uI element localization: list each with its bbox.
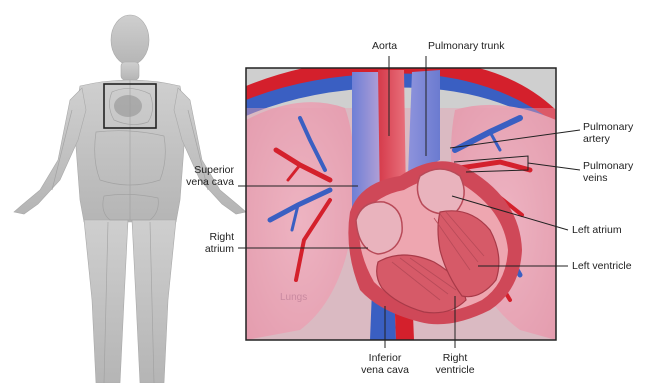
- label-inferior-vena-cava-line2: vena cava: [352, 364, 418, 376]
- label-left-ventricle: Left ventricle: [572, 260, 632, 272]
- label-pulmonary-artery-line1: Pulmonary: [583, 121, 633, 133]
- label-right-ventricle: Right ventricle: [422, 352, 488, 376]
- label-right-atrium-line2: atrium: [205, 243, 234, 255]
- label-pulmonary-veins-line2: veins: [583, 172, 633, 184]
- label-superior-vena-cava-line2: vena cava: [186, 176, 234, 188]
- label-pulmonary-veins: Pulmonary veins: [583, 160, 633, 184]
- label-left-atrium: Left atrium: [572, 224, 622, 236]
- label-aorta: Aorta: [372, 40, 397, 52]
- label-right-atrium-line1: Right: [205, 231, 234, 243]
- label-right-atrium: Right atrium: [205, 231, 234, 255]
- label-superior-vena-cava-line1: Superior: [186, 164, 234, 176]
- label-pulmonary-trunk: Pulmonary trunk: [428, 40, 504, 52]
- label-inferior-vena-cava: Inferior vena cava: [352, 352, 418, 376]
- label-right-ventricle-line1: Right: [422, 352, 488, 364]
- label-pulmonary-artery: Pulmonary artery: [583, 121, 633, 145]
- label-superior-vena-cava: Superior vena cava: [186, 164, 234, 188]
- label-inferior-vena-cava-line1: Inferior: [352, 352, 418, 364]
- figure-heart-icon: [114, 95, 142, 117]
- label-pulmonary-veins-line1: Pulmonary: [583, 160, 633, 172]
- label-right-ventricle-line2: ventricle: [422, 364, 488, 376]
- label-pulmonary-artery-line2: artery: [583, 133, 633, 145]
- label-lungs: Lungs: [280, 292, 307, 303]
